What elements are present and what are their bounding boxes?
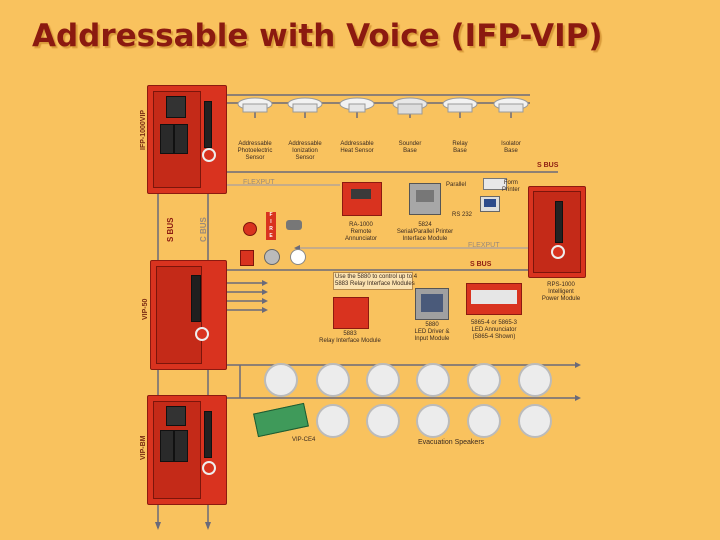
vip50-panel [150,260,227,370]
parallel-label: Parallel [446,182,467,188]
speaker-icon [467,363,501,397]
relay-base-icon [442,96,478,116]
rps1000-panel [528,186,586,278]
a5865-annunciator [466,283,522,315]
s-bus-top-label: S BUS [537,162,559,169]
d5880-caption: 5880 LED Driver & Input Module [414,322,450,342]
printer-caption: Form Printer [502,180,520,193]
speaker-icon [518,404,552,438]
speaker-icon [316,404,350,438]
speaker-icon [316,363,350,397]
flexput-top-label: FLEXPUT [243,179,275,186]
printer-icon [483,178,507,190]
ionization-sensor-icon [287,96,323,116]
d5880-module [415,288,449,320]
a5865-caption: 5865-4 or 5865-3 LED Annunciator (5865-4… [470,320,518,340]
vipbm-label: VIP-BM [140,435,147,461]
vip50-label: VIP-50 [142,298,149,320]
bell-icon [264,249,280,265]
photoelectric-sensor-icon [237,96,273,116]
s-bus-vertical-label: S BUS [166,217,175,242]
isolator-base-icon [493,96,529,116]
s-bus-mid-label: S BUS [470,261,492,268]
horn-icon [286,220,302,230]
heat-sensor-icon [339,96,375,116]
fire-sign: F I R E [266,212,276,240]
sounder-base-icon [392,96,428,116]
speaker-icon [416,404,450,438]
speakers-caption: Evacuation Speakers [418,439,485,446]
r5883-caption: 5883 Relay Interface Module [319,331,381,344]
keypad-icon [240,250,254,266]
rps1000-caption: RPS-1000 Intelligent Power Module [541,282,581,302]
speaker-icon [467,404,501,438]
pull-station-icon [243,222,257,236]
speaker-icon [366,363,400,397]
r5883-module [333,297,369,329]
strobe-icon [290,249,306,265]
s824-module [409,183,441,215]
computer-icon [480,196,500,212]
flexput-mid-label: FLEXPUT [468,242,500,249]
detector-caption: Isolator Base [501,141,521,154]
speaker-icon [416,363,450,397]
speaker-icon [366,404,400,438]
relay-note: Use the 5880 to control up to 4 5883 Rel… [333,272,417,290]
ifp-label: IFP-1000VIP [140,109,147,150]
c-bus-vertical-label: C BUS [199,217,208,242]
detector-caption: Addressable Ionization Sensor [288,141,322,161]
detector-caption: Sounder Base [398,141,422,154]
vipce4-caption: VIP-CE4 [292,437,316,443]
slide-title: Addressable with Voice (IFP-VIP) [32,18,603,54]
s824-caption: 5824 Serial/Parallel Printer Interface M… [396,222,454,242]
rs232-label: RS 232 [452,212,473,218]
ifp-panel [147,85,227,194]
ra1000-annunciator [342,182,382,216]
detector-caption: Addressable Heat Sensor [340,141,374,154]
detector-caption: Addressable Photoelectric Sensor [237,141,273,161]
vipbm-panel [147,395,227,505]
ra1000-caption: RA-1000 Remote Annunciator [344,222,378,242]
speaker-icon [264,363,298,397]
detector-caption: Relay Base [452,141,468,154]
speaker-icon [518,363,552,397]
